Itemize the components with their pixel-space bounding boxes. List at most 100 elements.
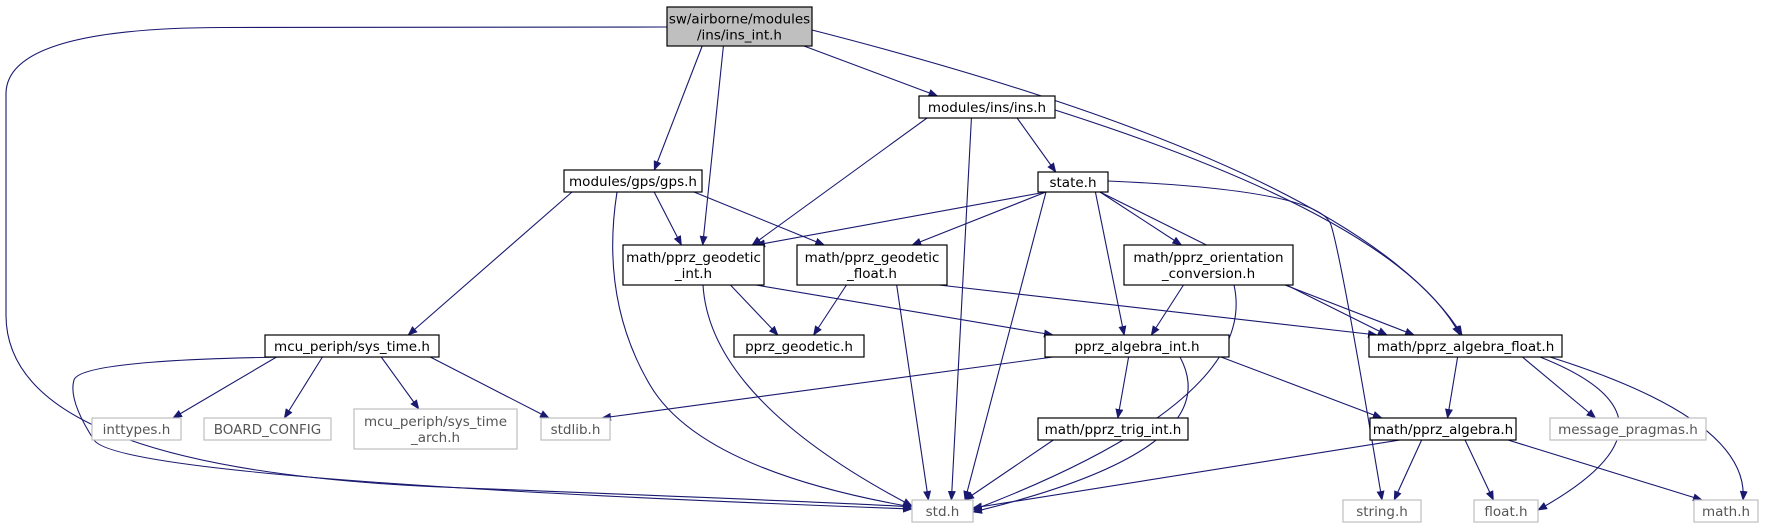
node-box-gps: [563, 169, 703, 193]
edge-ins_int-to-gps: [653, 45, 703, 171]
node-box-math: [1693, 499, 1759, 523]
node-box-geodetic_float: [796, 244, 948, 286]
edge-ins_int-to-std: [5, 26, 913, 510]
node-box-float: [1473, 499, 1539, 523]
edge-ins_int-to-ins: [803, 45, 939, 97]
edge-algebra_int-to-algebra: [1220, 356, 1383, 419]
node-geodetic_int[interactable]: math/pprz_geodetic_int.h: [622, 244, 765, 286]
node-label-geodetic_int-line2: _int.h: [674, 266, 712, 282]
node-box-orientation: [1123, 244, 1294, 286]
node-sys_time_arch: mcu_periph/sys_time_arch.h: [353, 408, 518, 450]
nodes-layer: sw/airborne/modules/ins/ins_int.hmodules…: [91, 6, 1759, 523]
edge-state-to-string: [1107, 180, 1385, 501]
node-message_pragmas: message_pragmas.h: [1549, 417, 1707, 441]
node-box-pprz_geodetic: [733, 334, 865, 358]
node-label-orientation-line2: _conversion.h: [1161, 266, 1255, 282]
node-algebra[interactable]: math/pprz_algebra.h: [1369, 417, 1517, 441]
edge-sys_time-to-stdlib: [429, 356, 550, 419]
node-label-sys_time: mcu_periph/sys_time.h: [274, 339, 430, 355]
edge-orientation-to-algebra_int: [1150, 284, 1184, 336]
node-box-message_pragmas: [1549, 417, 1707, 441]
edge-geodetic_int-to-pprz_geodetic: [730, 284, 779, 336]
edge-sys_time-to-sys_time_arch: [380, 356, 420, 410]
node-label-string: string.h: [1356, 504, 1408, 520]
node-label-stdlib: stdlib.h: [551, 422, 601, 438]
node-std: std.h: [911, 499, 974, 523]
edge-ins_int-to-geodetic_int: [699, 45, 724, 246]
node-sys_time[interactable]: mcu_periph/sys_time.h: [264, 334, 440, 358]
edge-geodetic_float-to-algebra_float: [938, 284, 1378, 338]
node-label-message_pragmas: message_pragmas.h: [1558, 422, 1698, 438]
node-label-sys_time_arch-line2: _arch.h: [410, 430, 460, 446]
node-string: string.h: [1342, 499, 1422, 523]
node-box-sys_time_arch: [353, 408, 518, 450]
node-label-geodetic_int-line1: math/pprz_geodetic: [626, 250, 761, 266]
edge-algebra_int-to-std: [972, 356, 1189, 514]
edge-geodetic_int-to-algebra_int: [755, 284, 1054, 338]
node-gps[interactable]: modules/gps/gps.h: [563, 169, 703, 193]
node-label-geodetic_float-line1: math/pprz_geodetic: [805, 250, 940, 266]
node-math: math.h: [1693, 499, 1759, 523]
edge-algebra-to-float: [1464, 439, 1494, 501]
node-algebra_int[interactable]: pprz_algebra_int.h: [1044, 334, 1230, 358]
edge-algebra_int-to-trig_int: [1115, 356, 1130, 419]
node-label-algebra: math/pprz_algebra.h: [1373, 422, 1513, 438]
node-ins[interactable]: modules/ins/ins.h: [918, 95, 1056, 119]
edge-geodetic_float-to-std: [896, 284, 932, 501]
edge-sys_time-to-inttypes: [172, 356, 277, 419]
node-label-std: std.h: [926, 504, 960, 520]
node-label-ins_int-line2: /ins/ins_int.h: [697, 28, 782, 44]
edge-orientation-to-std: [972, 284, 1237, 511]
node-label-algebra_float: math/pprz_algebra_float.h: [1377, 339, 1555, 355]
edge-algebra-to-std: [972, 439, 1401, 511]
edge-state-to-std: [963, 191, 1047, 501]
edge-ins-to-std: [947, 117, 972, 501]
node-label-geodetic_float-line2: _float.h: [846, 266, 897, 282]
node-box-stdlib: [540, 417, 611, 441]
edge-sys_time-to-std: [72, 356, 913, 513]
node-box-trig_int: [1037, 417, 1189, 441]
node-inttypes: inttypes.h: [91, 417, 182, 441]
edge-geodetic_float-to-pprz_geodetic: [813, 284, 847, 336]
edge-state-to-geodetic_float: [911, 191, 1047, 246]
node-label-trig_int: math/pprz_trig_int.h: [1045, 422, 1182, 438]
edge-geodetic_int-to-std: [702, 284, 913, 507]
edge-orientation-to-algebra_float: [1284, 284, 1416, 336]
node-ins_int[interactable]: sw/airborne/modules/ins/ins_int.h: [666, 6, 813, 47]
node-label-algebra_int: pprz_algebra_int.h: [1074, 339, 1199, 355]
node-pprz_geodetic[interactable]: pprz_geodetic.h: [733, 334, 865, 358]
node-state[interactable]: state.h: [1037, 171, 1109, 193]
node-label-pprz_geodetic: pprz_geodetic.h: [745, 339, 853, 355]
edge-algebra-to-string: [1393, 439, 1423, 501]
node-box-board_config: [203, 417, 332, 441]
node-label-inttypes: inttypes.h: [103, 422, 171, 438]
node-box-algebra_float: [1368, 334, 1563, 358]
edge-trig_int-to-std: [964, 439, 1054, 501]
edge-gps-to-geodetic_float: [693, 191, 826, 246]
node-box-inttypes: [91, 417, 182, 441]
node-box-sys_time: [264, 334, 440, 358]
node-box-std: [911, 499, 974, 523]
edge-state-to-geodetic_int: [755, 191, 1047, 248]
node-trig_int[interactable]: math/pprz_trig_int.h: [1037, 417, 1189, 441]
node-label-state: state.h: [1049, 175, 1096, 191]
node-label-ins: modules/ins/ins.h: [928, 100, 1046, 116]
edge-ins-to-algebra_float: [1054, 109, 1461, 336]
node-box-string: [1342, 499, 1422, 523]
edge-algebra_float-to-algebra: [1445, 356, 1459, 419]
edge-sys_time-to-board_config: [283, 356, 323, 419]
edge-ins-to-state: [1016, 117, 1057, 173]
node-label-sys_time_arch-line1: mcu_periph/sys_time: [364, 414, 507, 430]
node-algebra_float[interactable]: math/pprz_algebra_float.h: [1368, 334, 1563, 358]
edge-state-to-algebra_int: [1094, 191, 1127, 336]
node-geodetic_float[interactable]: math/pprz_geodetic_float.h: [796, 244, 948, 286]
node-orientation[interactable]: math/pprz_orientation_conversion.h: [1123, 244, 1294, 286]
edge-state-to-orientation: [1099, 191, 1183, 246]
node-stdlib: stdlib.h: [540, 417, 611, 441]
node-box-algebra_int: [1044, 334, 1230, 358]
edge-gps-to-sys_time: [407, 191, 573, 336]
node-label-gps: modules/gps/gps.h: [569, 174, 697, 190]
node-board_config: BOARD_CONFIG: [203, 417, 332, 441]
edge-algebra-to-math: [1507, 439, 1703, 502]
